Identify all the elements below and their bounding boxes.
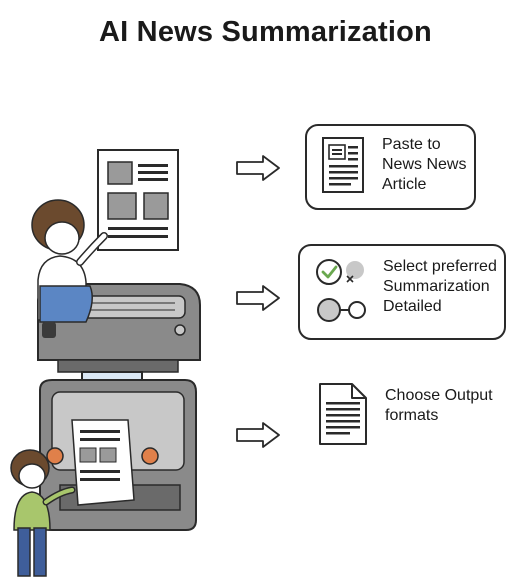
step-text: Choose Output formats [385, 386, 493, 426]
printer-machine-illustration [39, 379, 197, 531]
step-line: Summarization [383, 278, 490, 295]
step-line: formats [385, 407, 439, 424]
arrow-icon [236, 155, 280, 181]
step-line: Article [382, 176, 427, 193]
options-icon [316, 259, 366, 322]
step-line: Detailed [383, 298, 442, 315]
step-line: Select preferred [383, 258, 497, 275]
step-line: Paste to [382, 136, 441, 153]
document-icon [319, 383, 367, 445]
arrow-icon [236, 422, 280, 448]
step-text: Paste to News News Article [382, 135, 466, 195]
page-title: AI News Summarization [99, 16, 432, 48]
arrow-icon [236, 285, 280, 311]
child-illustration [10, 449, 76, 577]
woman-illustration [31, 199, 108, 338]
machine-illustration: AI [10, 149, 201, 577]
news-paper-illustration [97, 149, 179, 251]
step-line: News News [382, 156, 467, 173]
step-line: Choose Output [385, 387, 493, 404]
step-text: Select preferred Summarization Detailed [383, 257, 497, 317]
article-icon [322, 137, 364, 193]
